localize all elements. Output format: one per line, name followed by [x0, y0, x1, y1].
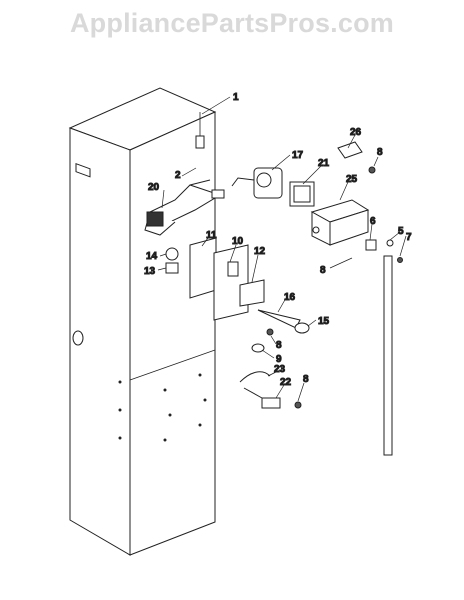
callout-8: 8	[276, 340, 282, 351]
callout-26: 26	[350, 127, 362, 138]
cabinet-housing	[68, 87, 217, 556]
callout-16: 16	[284, 292, 296, 303]
small-fasteners	[251, 328, 274, 353]
watermark-text: AppliancePartsPros.com	[69, 8, 394, 38]
callout-6: 6	[370, 216, 376, 227]
fan-motor	[231, 167, 283, 199]
callout-2: 2	[175, 170, 181, 181]
screw-icon	[368, 166, 376, 174]
panel-assembly	[189, 237, 265, 321]
callout-10: 10	[232, 236, 244, 247]
cabinet-hole	[72, 330, 84, 346]
mounting-bracket	[365, 239, 403, 456]
callout-11: 11	[206, 230, 217, 241]
callout-25: 25	[346, 174, 358, 185]
cabinet-label-plate	[75, 162, 91, 178]
leader-lines	[157, 96, 407, 402]
clip-part	[337, 141, 376, 174]
control-housing	[310, 199, 370, 246]
callout-12: 12	[254, 246, 266, 257]
callout-8: 8	[320, 265, 326, 276]
callout-9: 9	[276, 354, 282, 365]
gasket-part	[289, 181, 315, 207]
callout-22: 22	[280, 377, 292, 388]
wiring-harness	[144, 179, 225, 236]
callout-1: 1	[233, 92, 239, 103]
callout-8: 8	[377, 147, 383, 158]
callout-14: 14	[146, 251, 158, 262]
callout-21: 21	[318, 158, 330, 169]
side-strip	[383, 255, 393, 456]
callout-5: 5	[398, 226, 404, 237]
lower-harness	[239, 371, 302, 409]
callout-13: 13	[144, 266, 156, 277]
callout-7: 7	[406, 232, 412, 243]
cabinet-top-screw	[195, 112, 205, 149]
callout-17: 17	[292, 150, 304, 161]
wire-connector	[257, 309, 310, 334]
callout-labels: 1 2 20 26 8 17 21 25 11 10 12 14 13 6 5 …	[144, 92, 413, 389]
callout-8: 8	[303, 374, 309, 385]
callout-23: 23	[274, 364, 286, 375]
callout-15: 15	[318, 316, 330, 327]
callout-20: 20	[148, 182, 160, 193]
